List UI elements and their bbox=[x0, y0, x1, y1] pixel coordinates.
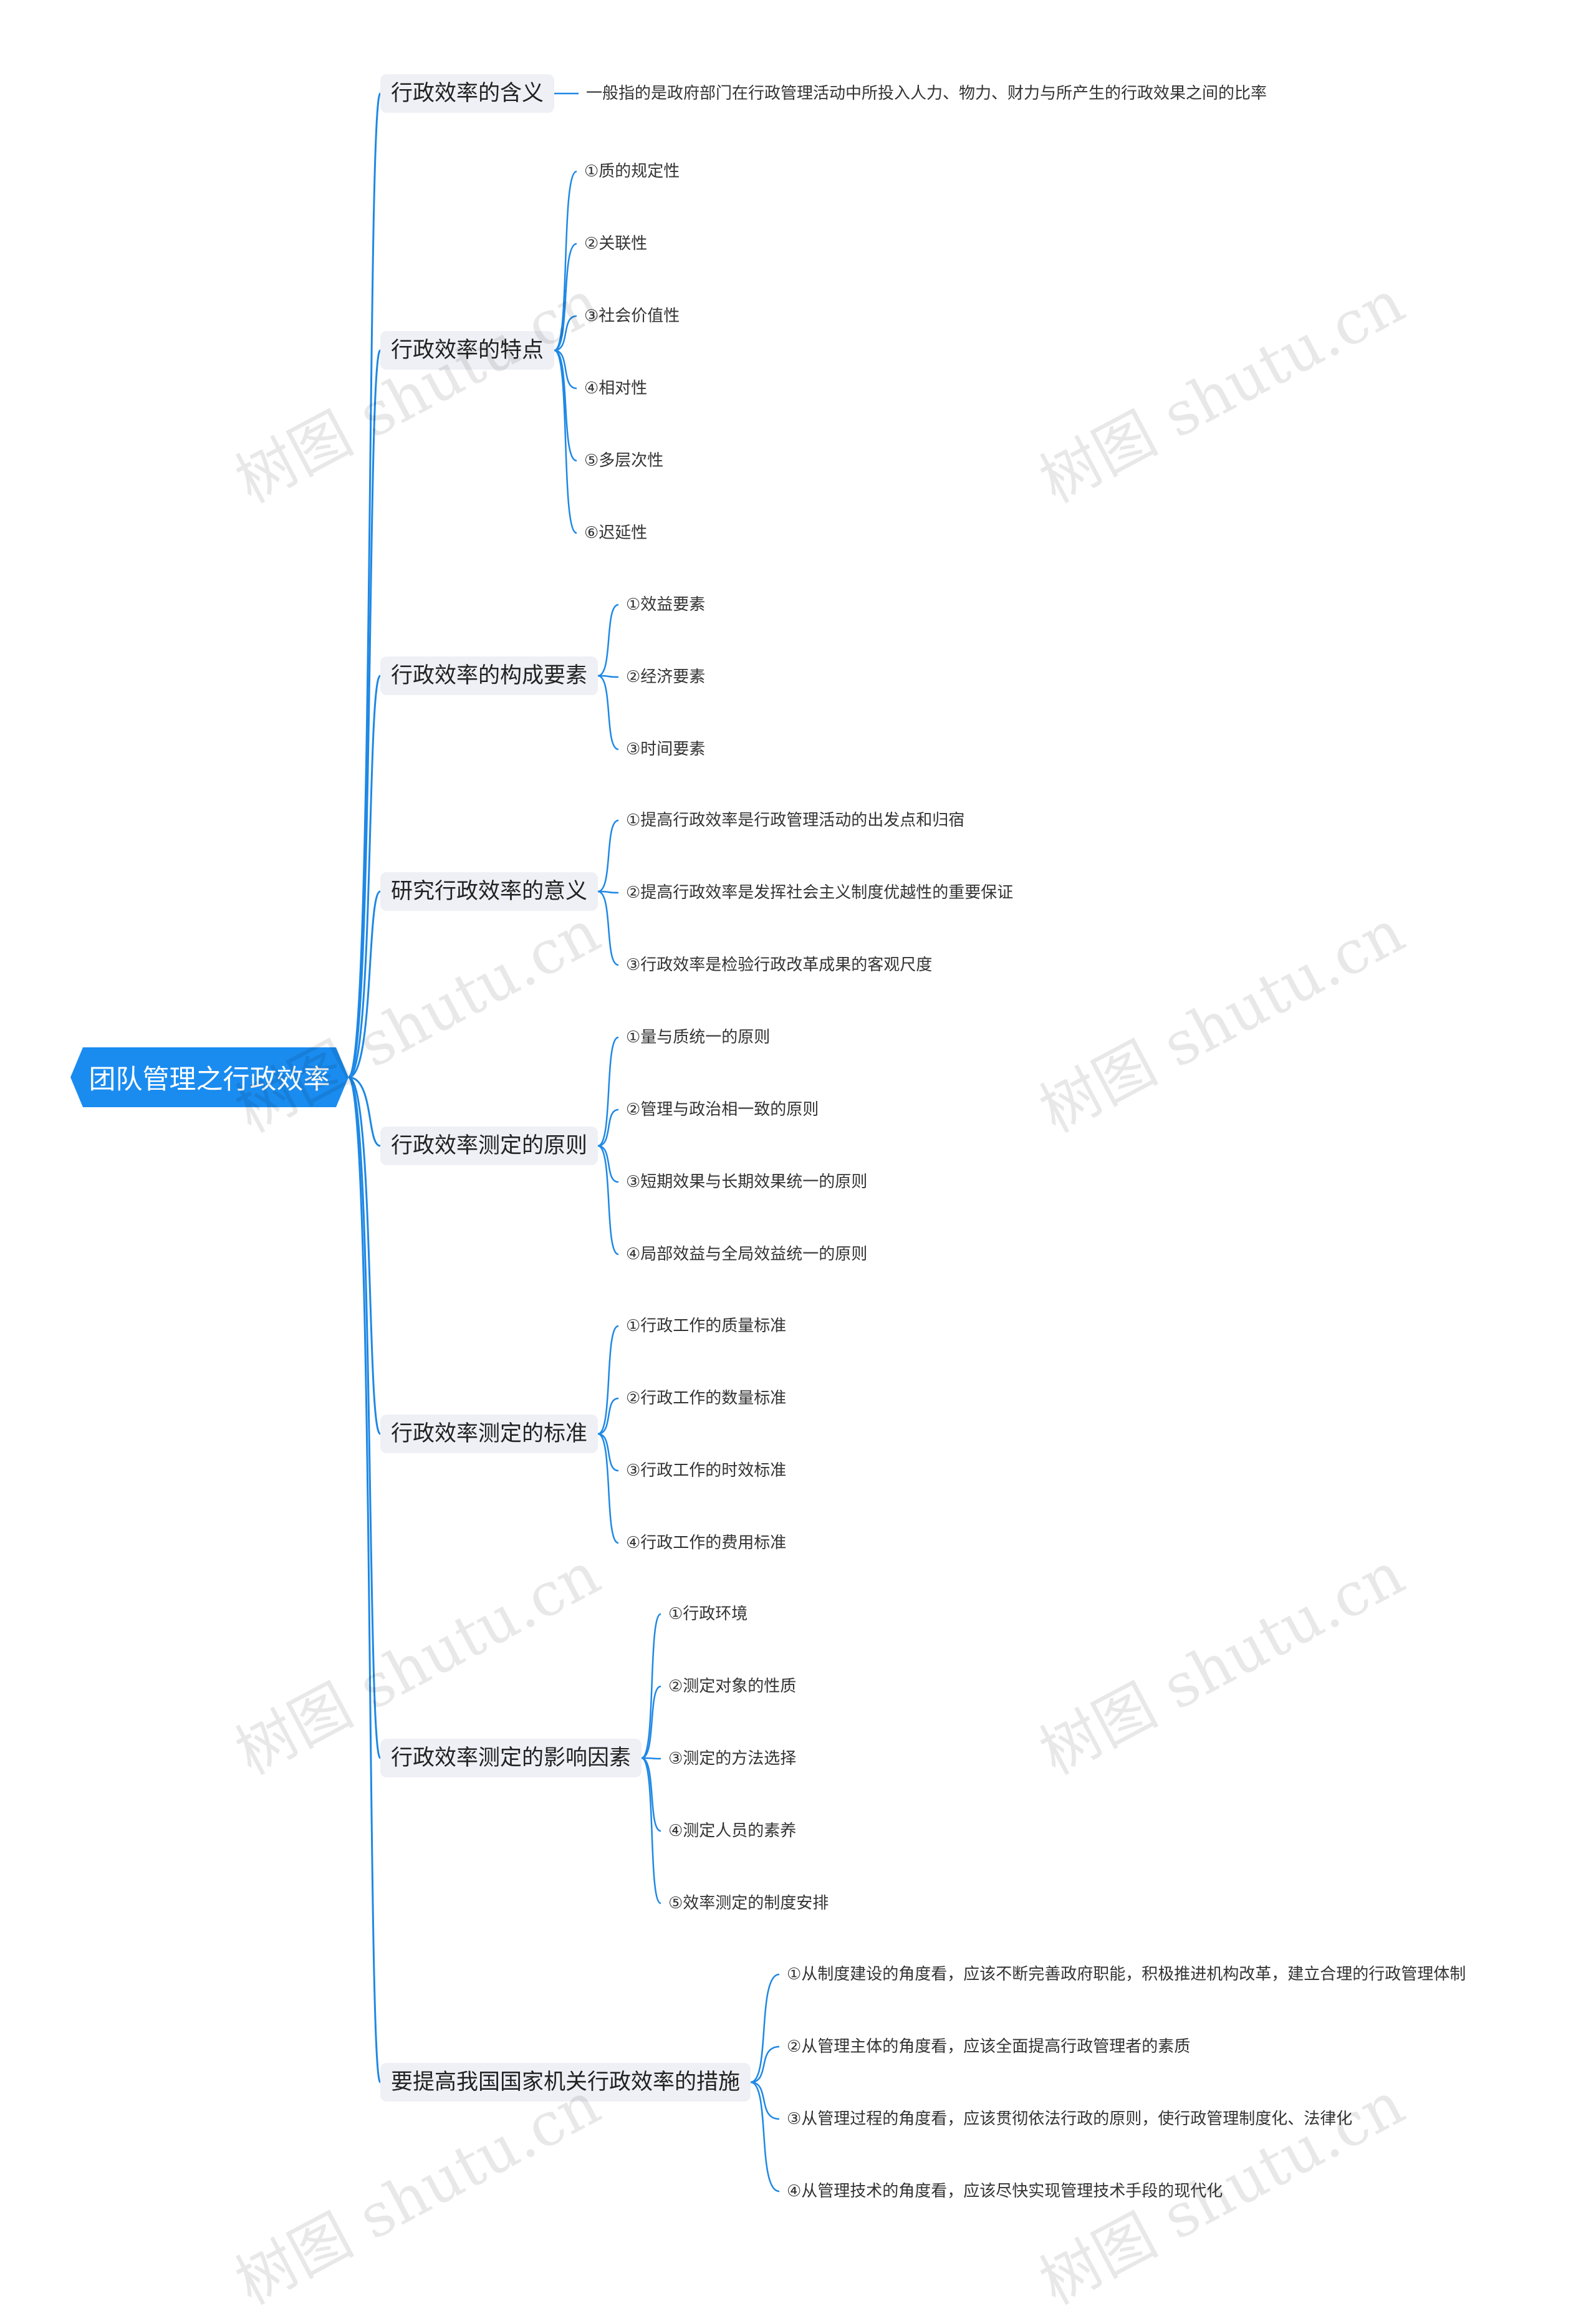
leaf-topic[interactable]: ③测定的方法选择 bbox=[668, 1749, 797, 1768]
leaf-topic[interactable]: ①行政环境 bbox=[668, 1605, 748, 1623]
connector-line bbox=[597, 1397, 619, 1435]
connector-line bbox=[554, 349, 577, 462]
connector-line bbox=[641, 1757, 661, 1760]
connector-line bbox=[348, 1076, 381, 1147]
leaf-topic[interactable]: ③时间要素 bbox=[626, 740, 706, 759]
leaf-topic[interactable]: ⑥迟延性 bbox=[584, 524, 648, 542]
leaf-topic[interactable]: ④行政工作的费用标准 bbox=[626, 1534, 787, 1552]
leaf-topic[interactable]: ①效益要素 bbox=[626, 595, 706, 614]
connector-lines bbox=[347, 92, 780, 2193]
leaf-topic[interactable]: ③短期效果与长期效果统一的原则 bbox=[626, 1173, 868, 1191]
leaf-topic[interactable]: ②管理与政治相一致的原则 bbox=[626, 1100, 819, 1119]
connector-line bbox=[641, 1757, 661, 1905]
leaf-topic[interactable]: ②经济要素 bbox=[626, 668, 706, 686]
leaf-topic[interactable]: ④局部效益与全局效益统一的原则 bbox=[626, 1245, 868, 1264]
connector-line bbox=[597, 675, 619, 751]
connector-line bbox=[347, 1076, 382, 1759]
leaf-topic[interactable]: ③从管理过程的角度看，应该贯彻依法行政的原则，使行政管理制度化、法律化 bbox=[787, 2110, 1353, 2128]
leaf-topic[interactable]: ①质的规定性 bbox=[584, 162, 680, 181]
connector-line bbox=[597, 1325, 619, 1435]
connector-line bbox=[554, 243, 577, 352]
connector-line bbox=[597, 890, 619, 894]
connector-line bbox=[597, 675, 619, 678]
branch-topic[interactable]: 要提高我国国家机关行政效率的措施 bbox=[380, 2063, 751, 2102]
branch-topic[interactable]: 行政效率测定的原则 bbox=[380, 1127, 598, 1165]
connector-line bbox=[641, 1757, 661, 1832]
connector-line bbox=[597, 1108, 619, 1147]
leaf-topic[interactable]: ③行政效率是检验行政改革成果的客观尺度 bbox=[626, 956, 933, 974]
branch-topic[interactable]: 研究行政效率的意义 bbox=[380, 872, 598, 911]
leaf-topic[interactable]: ③行政工作的时效标准 bbox=[626, 1461, 787, 1480]
leaf-topic[interactable]: ②提高行政效率是发挥社会主义制度优越性的重要保证 bbox=[626, 883, 1014, 902]
connector-line bbox=[750, 2081, 780, 2120]
leaf-topic[interactable]: ④相对性 bbox=[584, 379, 648, 398]
connector-line bbox=[347, 349, 382, 1079]
leaf-topic[interactable]: ②测定对象的性质 bbox=[668, 1677, 797, 1696]
root-topic[interactable]: 团队管理之行政效率 bbox=[70, 1047, 349, 1107]
connector-line bbox=[750, 2081, 780, 2193]
connector-line bbox=[597, 1433, 619, 1544]
leaf-topic[interactable]: ②从管理主体的角度看，应该全面提高行政管理者的素质 bbox=[787, 2037, 1191, 2056]
connector-line bbox=[347, 1076, 382, 2083]
connector-line bbox=[348, 675, 382, 1079]
connector-line bbox=[347, 92, 382, 1079]
connector-line bbox=[597, 819, 619, 893]
connector-line bbox=[554, 170, 577, 352]
connector-line bbox=[597, 1145, 619, 1256]
leaf-topic[interactable]: ①提高行政效率是行政管理活动的出发点和归宿 bbox=[626, 811, 965, 830]
branch-topic[interactable]: 行政效率的构成要素 bbox=[380, 656, 598, 695]
connector-line bbox=[554, 349, 577, 390]
leaf-topic[interactable]: ⑤多层次性 bbox=[584, 451, 664, 470]
connector-line bbox=[597, 1433, 619, 1472]
leaf-topic[interactable]: ④测定人员的素养 bbox=[668, 1822, 797, 1840]
branch-topic[interactable]: 行政效率测定的影响因素 bbox=[380, 1739, 642, 1777]
connector-line bbox=[597, 1036, 619, 1147]
connector-line bbox=[554, 349, 577, 534]
connector-line bbox=[554, 315, 577, 352]
connector-line bbox=[597, 1145, 619, 1183]
connector-line bbox=[641, 1613, 661, 1759]
leaf-topic[interactable]: ①行政工作的质量标准 bbox=[626, 1317, 787, 1335]
leaf-topic[interactable]: ③社会价值性 bbox=[584, 307, 680, 325]
leaf-topic[interactable]: ①量与质统一的原则 bbox=[626, 1028, 771, 1047]
connector-line bbox=[750, 2045, 780, 2083]
branch-topic[interactable]: 行政效率的含义 bbox=[380, 74, 555, 113]
connector-line bbox=[348, 890, 381, 1079]
leaf-topic[interactable]: ①从制度建设的角度看，应该不断完善政府职能，积极推进机构改革，建立合理的行政管理… bbox=[787, 1965, 1466, 1984]
leaf-topic[interactable]: 一般指的是政府部门在行政管理活动中所投入人力、物力、财力与所产生的行政效果之间的… bbox=[586, 84, 1267, 103]
connector-line bbox=[348, 1076, 382, 1435]
connector-line bbox=[597, 890, 619, 966]
branch-topic[interactable]: 行政效率测定的标准 bbox=[380, 1415, 598, 1453]
connector-line bbox=[641, 1685, 661, 1759]
leaf-topic[interactable]: ④从管理技术的角度看，应该尽快实现管理技术手段的现代化 bbox=[787, 2182, 1223, 2201]
leaf-topic[interactable]: ⑤效率测定的制度安排 bbox=[668, 1894, 829, 1913]
leaf-topic[interactable]: ②关联性 bbox=[584, 234, 648, 253]
connector-line bbox=[597, 603, 619, 677]
branch-topic[interactable]: 行政效率的特点 bbox=[380, 331, 555, 370]
leaf-topic[interactable]: ②行政工作的数量标准 bbox=[626, 1389, 787, 1408]
connector-line bbox=[750, 1973, 780, 2083]
